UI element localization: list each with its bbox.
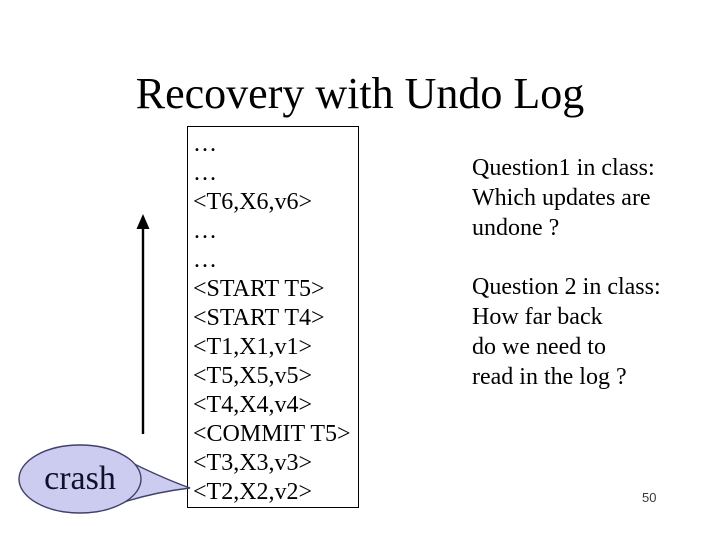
log-entry: <T6,X6,v6>	[193, 189, 313, 215]
up-arrow-icon	[136, 214, 150, 434]
question-2-text: Question 2 in class: How far back do we ne…	[472, 272, 661, 392]
log-entry: <T3,X3,v3>	[193, 450, 313, 476]
question-line: undone ?	[472, 215, 560, 241]
slide-title: Recovery with Undo Log	[135, 69, 585, 118]
log-entry: <T2,X2,v2>	[193, 479, 313, 505]
up-arrow-head	[136, 214, 150, 229]
log-entry: <START T4>	[193, 305, 325, 331]
log-entry: <T5,X5,v5>	[193, 363, 313, 389]
log-entry: …	[193, 160, 217, 186]
log-entry: <T1,X1,v1>	[193, 334, 313, 360]
question-line: How far back	[472, 304, 603, 330]
question-line: Question 2 in class:	[472, 274, 661, 300]
log-entry: <COMMIT T5>	[193, 421, 351, 447]
log-entry: <T4,X4,v4>	[193, 392, 313, 418]
undo-log-box: … … <T6,X6,v6> … … <START T5> <START T4> <T1,X1…	[187, 126, 359, 508]
crash-label: crash	[44, 460, 116, 497]
question-line: do we need to	[472, 334, 606, 360]
log-entry: …	[193, 131, 217, 157]
page-number: 50	[642, 490, 657, 505]
callout-ellipse	[18, 444, 142, 514]
log-entry: …	[193, 247, 217, 273]
question-line: Question1 in class:	[472, 155, 655, 181]
log-entry: <START T5>	[193, 276, 325, 302]
question-line: Which updates are	[472, 185, 651, 211]
crash-callout-bubble	[18, 444, 191, 514]
question-1-text: Question1 in class: Which updates are undo…	[472, 153, 655, 243]
question-line: read in the log ?	[472, 364, 627, 390]
log-entry: …	[193, 218, 217, 244]
